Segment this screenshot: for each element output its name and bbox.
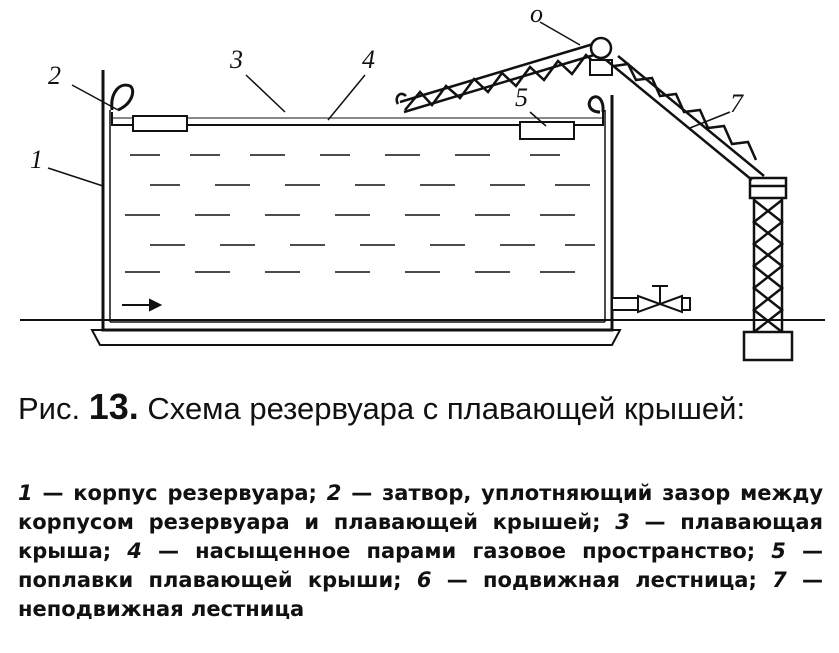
caption-number: 13. — [88, 386, 139, 427]
leader-3 — [245, 74, 286, 113]
seal-right — [587, 95, 605, 114]
legend-item-3: 3 — плавающая крыша; — [18, 510, 824, 563]
figure-caption: Рис. 13. Схема резервуара с плавающей кр… — [18, 388, 823, 428]
caption-text: Схема резервуара с плавающей крышей: — [147, 391, 746, 426]
label-6: o — [530, 0, 543, 28]
fixed-ladder — [605, 55, 765, 181]
tank-diagram: 1 2 3 4 5 o 7 — [20, 0, 825, 362]
label-2: 2 — [48, 61, 61, 90]
leader-1 — [47, 167, 104, 187]
legend-item-2: 2 — затвор, уплотняющий зазор между корп… — [18, 481, 824, 534]
fixed-tower — [742, 176, 794, 362]
outlet-valve — [611, 285, 691, 314]
leader-7 — [689, 111, 731, 129]
caption-prefix: Рис. — [18, 391, 81, 426]
seal-left — [110, 83, 135, 112]
legend-item-7: 7 — неподвижная лестница — [18, 568, 823, 621]
pontoon-left — [132, 115, 188, 132]
legend-item-4: 4 — насыщенное парами газовое пространст… — [127, 539, 756, 563]
ladder-pivot — [589, 36, 613, 60]
legend-item-1: 1 — корпус резервуара; — [18, 481, 317, 505]
label-1: 1 — [30, 145, 43, 174]
legend-item-5: 5 — поплавки плавающей крыши; — [18, 539, 824, 592]
leader-2 — [71, 84, 119, 111]
tank-shell — [101, 70, 614, 332]
legend-item-6: 6 — подвижная лестница; — [416, 568, 757, 592]
label-7: 7 — [730, 89, 744, 118]
leader-5 — [529, 111, 547, 127]
label-5: 5 — [515, 83, 528, 112]
leader-6 — [539, 21, 581, 46]
movable-ladder — [395, 40, 605, 114]
label-4: 4 — [362, 45, 375, 74]
foundation — [90, 329, 622, 346]
pontoon-right — [519, 121, 575, 140]
figure-legend: 1 — корпус резервуара; 2 — затвор, уплот… — [18, 479, 823, 624]
leader-4 — [327, 74, 366, 121]
liquid-surface — [125, 154, 595, 273]
flow-arrow — [122, 298, 163, 312]
label-3: 3 — [229, 45, 243, 74]
